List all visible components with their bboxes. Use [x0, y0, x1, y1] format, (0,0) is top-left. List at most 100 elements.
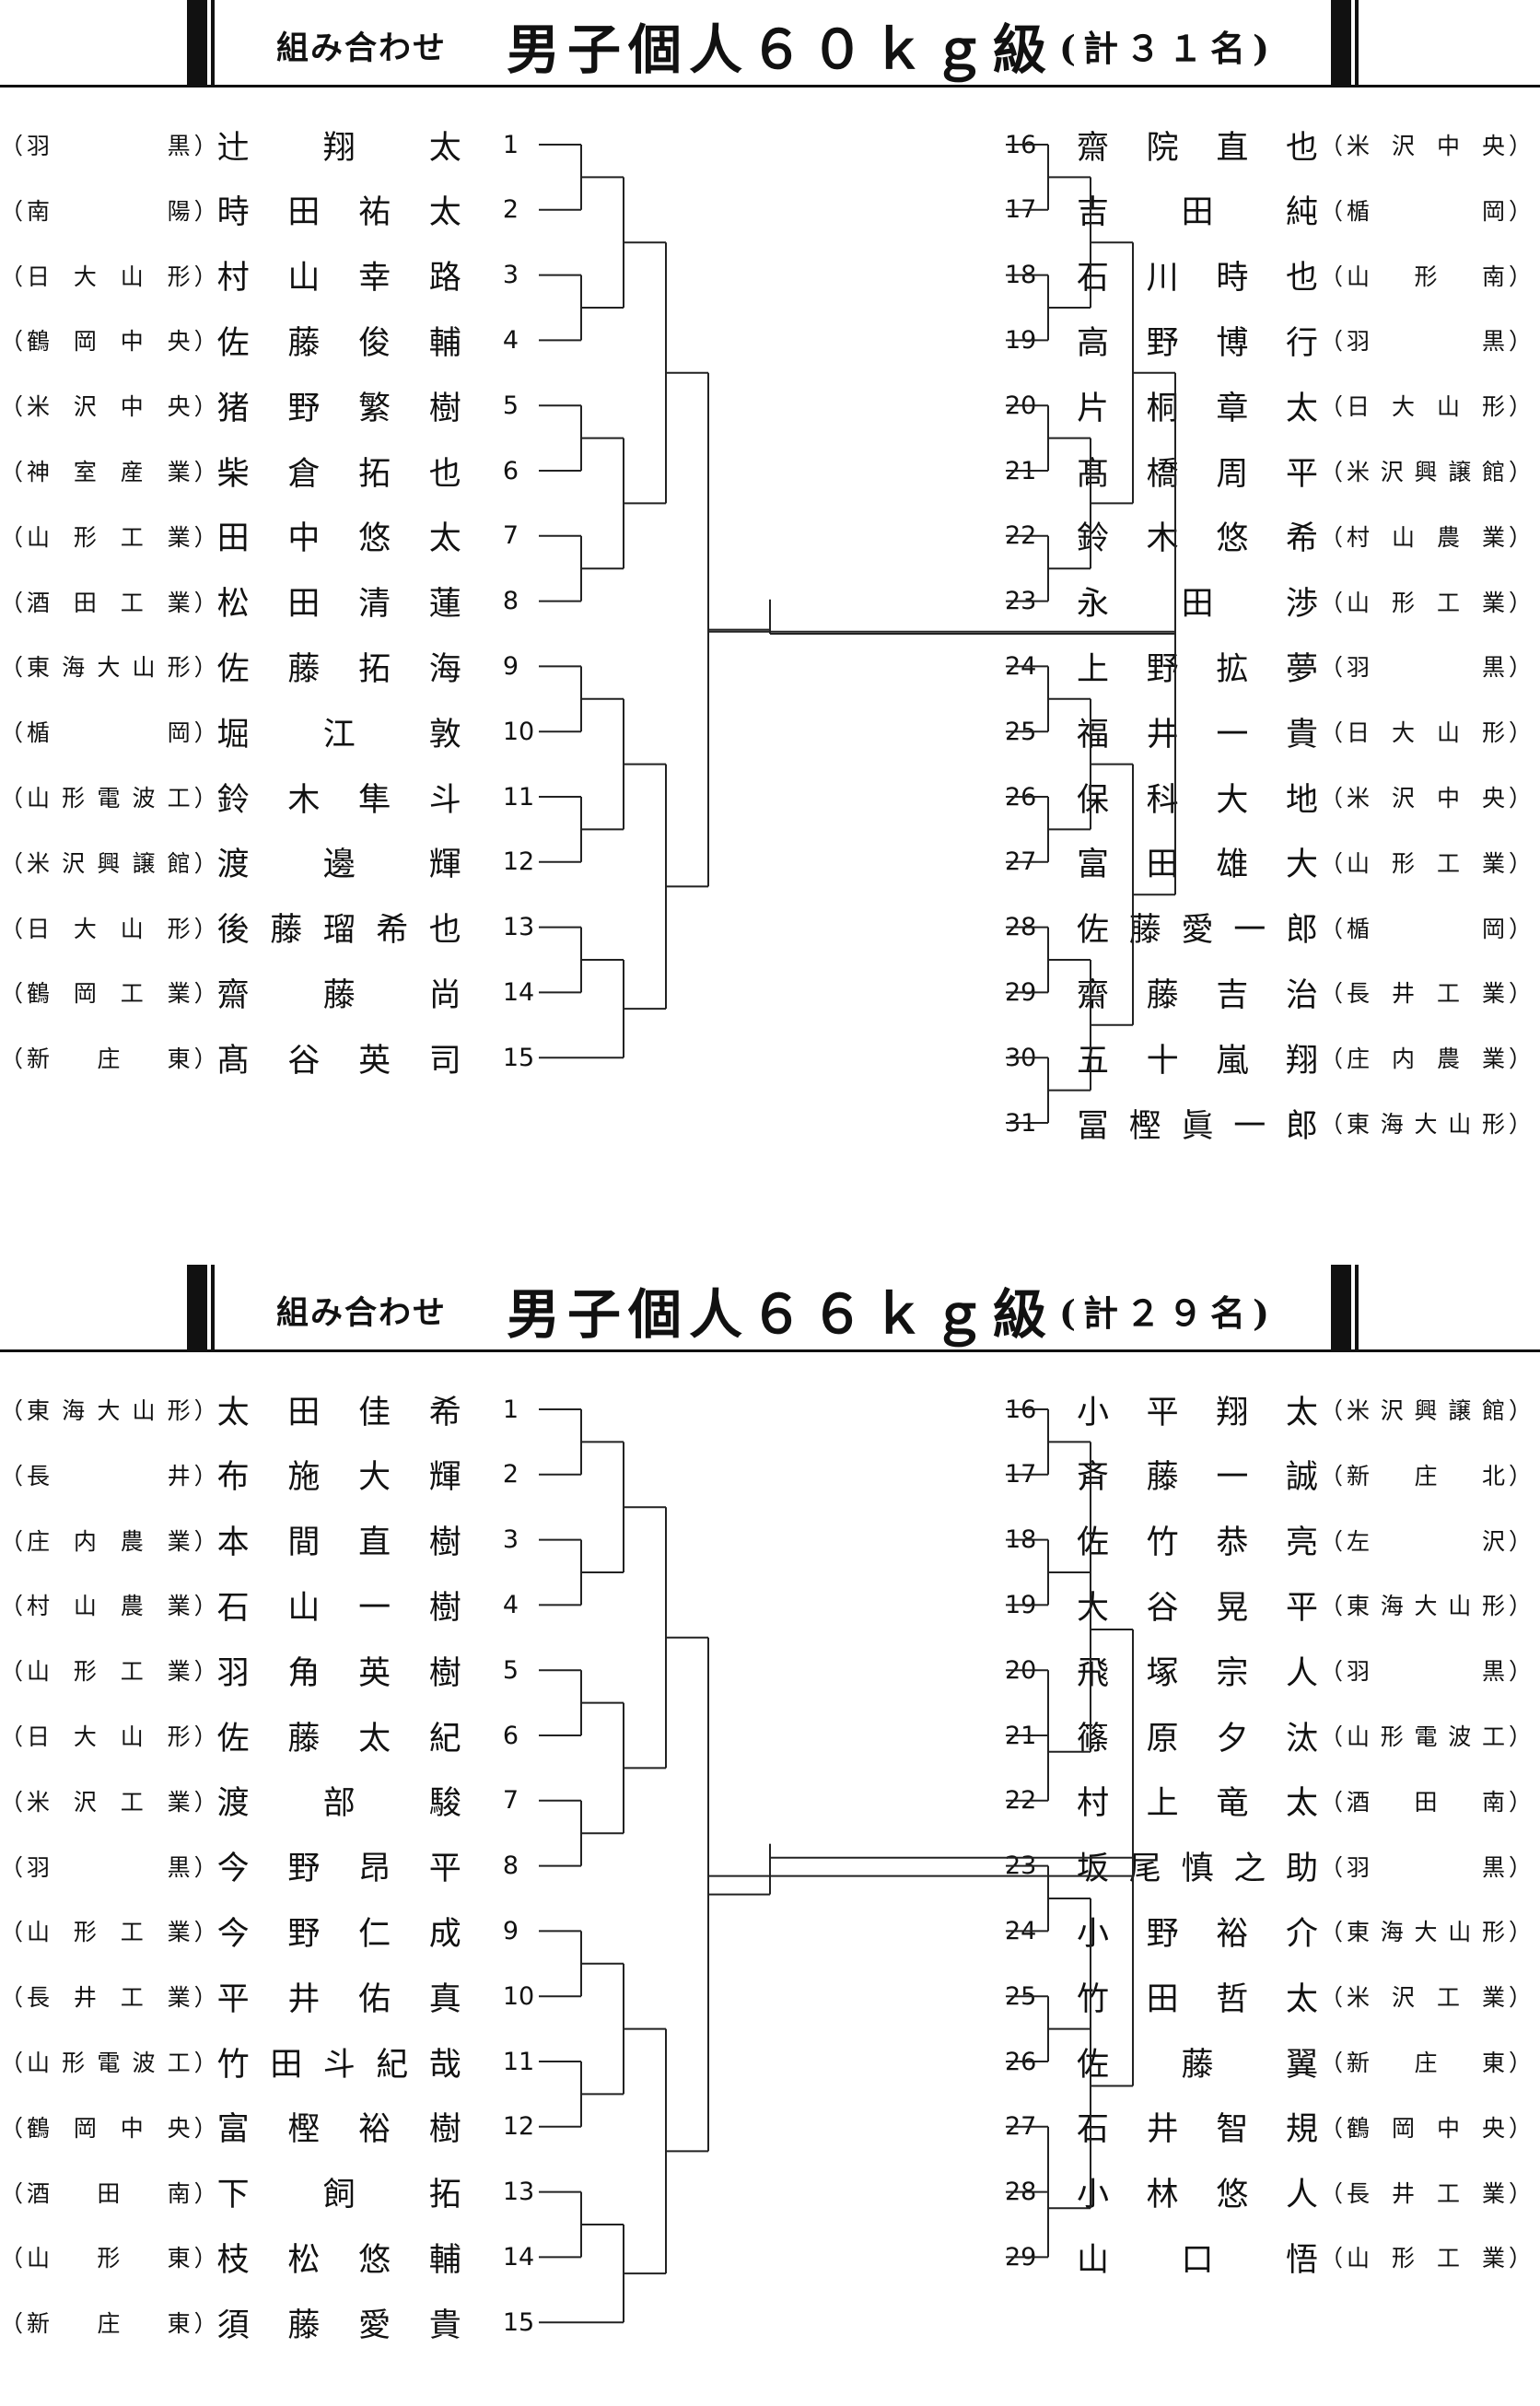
seed-number: 14 [502, 977, 535, 1007]
school-name: （日大山形） [0, 263, 217, 290]
banner-rule [0, 1349, 1540, 1352]
kumiawase-label: 組み合わせ [276, 29, 448, 67]
school-name: （楯岡） [1320, 915, 1532, 942]
seed-number: 8 [502, 1851, 519, 1881]
school-name: （長井工業） [1320, 2179, 1532, 2207]
athlete-name: 太田佳希 [216, 1394, 461, 1431]
school-name: （長井工業） [0, 1984, 217, 2012]
athlete-name: 布施大輝 [216, 1459, 461, 1497]
athlete-name: 冨樫眞一郎 [1077, 1107, 1318, 1145]
school-name: （米沢工業） [0, 1788, 217, 1816]
school-name: （東海大山形） [1320, 1593, 1532, 1620]
school-name: （羽黒） [1320, 1853, 1532, 1881]
athlete-name: 高野博行 [1077, 324, 1318, 362]
section-banner: 組み合わせ 男子個人６０ｋｇ級 (計３１名) [0, 0, 1540, 88]
school-name: （鶴岡中央） [0, 328, 217, 356]
school-name: （東海大山形） [1320, 1111, 1532, 1138]
athlete-name: 渡部駿 [216, 1785, 461, 1823]
school-name: （山形工業） [0, 523, 217, 551]
school-name: （山形工業） [1320, 589, 1532, 616]
athlete-name: 竹田斗紀哉 [216, 2046, 461, 2084]
banner-bar [187, 0, 207, 88]
athlete-name: 齋藤尚 [216, 976, 461, 1014]
athlete-name: 齋藤吉治 [1077, 976, 1318, 1014]
athlete-name: 佐藤愛一郎 [1077, 912, 1318, 950]
school-name: （鶴岡中央） [0, 2114, 217, 2142]
school-name: （山形電波工） [0, 2050, 217, 2076]
seed-number: 15 [502, 2307, 535, 2337]
athlete-name: 今野仁成 [216, 1915, 461, 1953]
school-name: （羽黒） [1320, 1658, 1532, 1686]
school-name: （羽黒） [0, 133, 217, 159]
athlete-name: 富樫裕樹 [216, 2111, 461, 2149]
school-name: （日大山形） [0, 915, 217, 942]
bracket-tree [539, 1408, 1134, 2324]
banner-bar [1355, 0, 1359, 88]
athlete-name: 石川時也 [1077, 260, 1318, 298]
athlete-name: 山口悟 [1077, 2241, 1318, 2279]
section-title: 組み合わせ 男子個人６６ｋｇ級 (計２９名) [276, 1278, 1277, 1346]
school-name: （米沢中央） [1320, 785, 1532, 812]
seed-number: 14 [502, 2242, 535, 2272]
athlete-name: 斉藤一誠 [1077, 1459, 1318, 1497]
seed-number: 15 [502, 1043, 535, 1072]
school-name: （鶴岡中央） [1320, 2114, 1532, 2142]
school-name: （山形工業） [0, 1919, 217, 1946]
bracket-tree [539, 144, 1176, 1124]
athlete-name: 須藤愛貴 [216, 2307, 461, 2344]
banner-bar [1331, 1265, 1351, 1352]
seed-number: 3 [502, 1525, 519, 1555]
athlete-name: 大谷晃平 [1077, 1589, 1318, 1627]
school-name: （米沢興譲館） [1320, 459, 1532, 485]
athlete-name: 本間直樹 [216, 1524, 461, 1562]
athlete-name: 今野昂平 [216, 1851, 461, 1888]
school-name: （山形工業） [1320, 2245, 1532, 2272]
athlete-name: 渡邊輝 [216, 847, 461, 884]
school-name: （山形電波工） [0, 785, 217, 812]
school-name: （羽黒） [1320, 654, 1532, 682]
school-name: （東海大山形） [0, 1397, 217, 1424]
athlete-name: 福井一貴 [1077, 716, 1318, 753]
seed-number: 4 [502, 325, 519, 355]
athlete-name: 猪野繁樹 [216, 390, 461, 427]
athlete-name: 小野裕介 [1077, 1915, 1318, 1953]
athlete-name: 富田雄大 [1077, 847, 1318, 884]
seed-number: 10 [502, 1981, 535, 2011]
school-name: （日大山形） [1320, 719, 1532, 747]
athlete-name: 佐藤拓海 [216, 650, 461, 688]
school-name: （新庄北） [1320, 1462, 1532, 1489]
athlete-name: 枝松悠輔 [216, 2241, 461, 2279]
athlete-name: 佐藤翼 [1077, 2046, 1318, 2084]
athlete-name: 村山幸路 [216, 260, 461, 298]
athlete-name: 石井智規 [1077, 2111, 1318, 2149]
athlete-name: 下飼拓 [216, 2177, 461, 2214]
